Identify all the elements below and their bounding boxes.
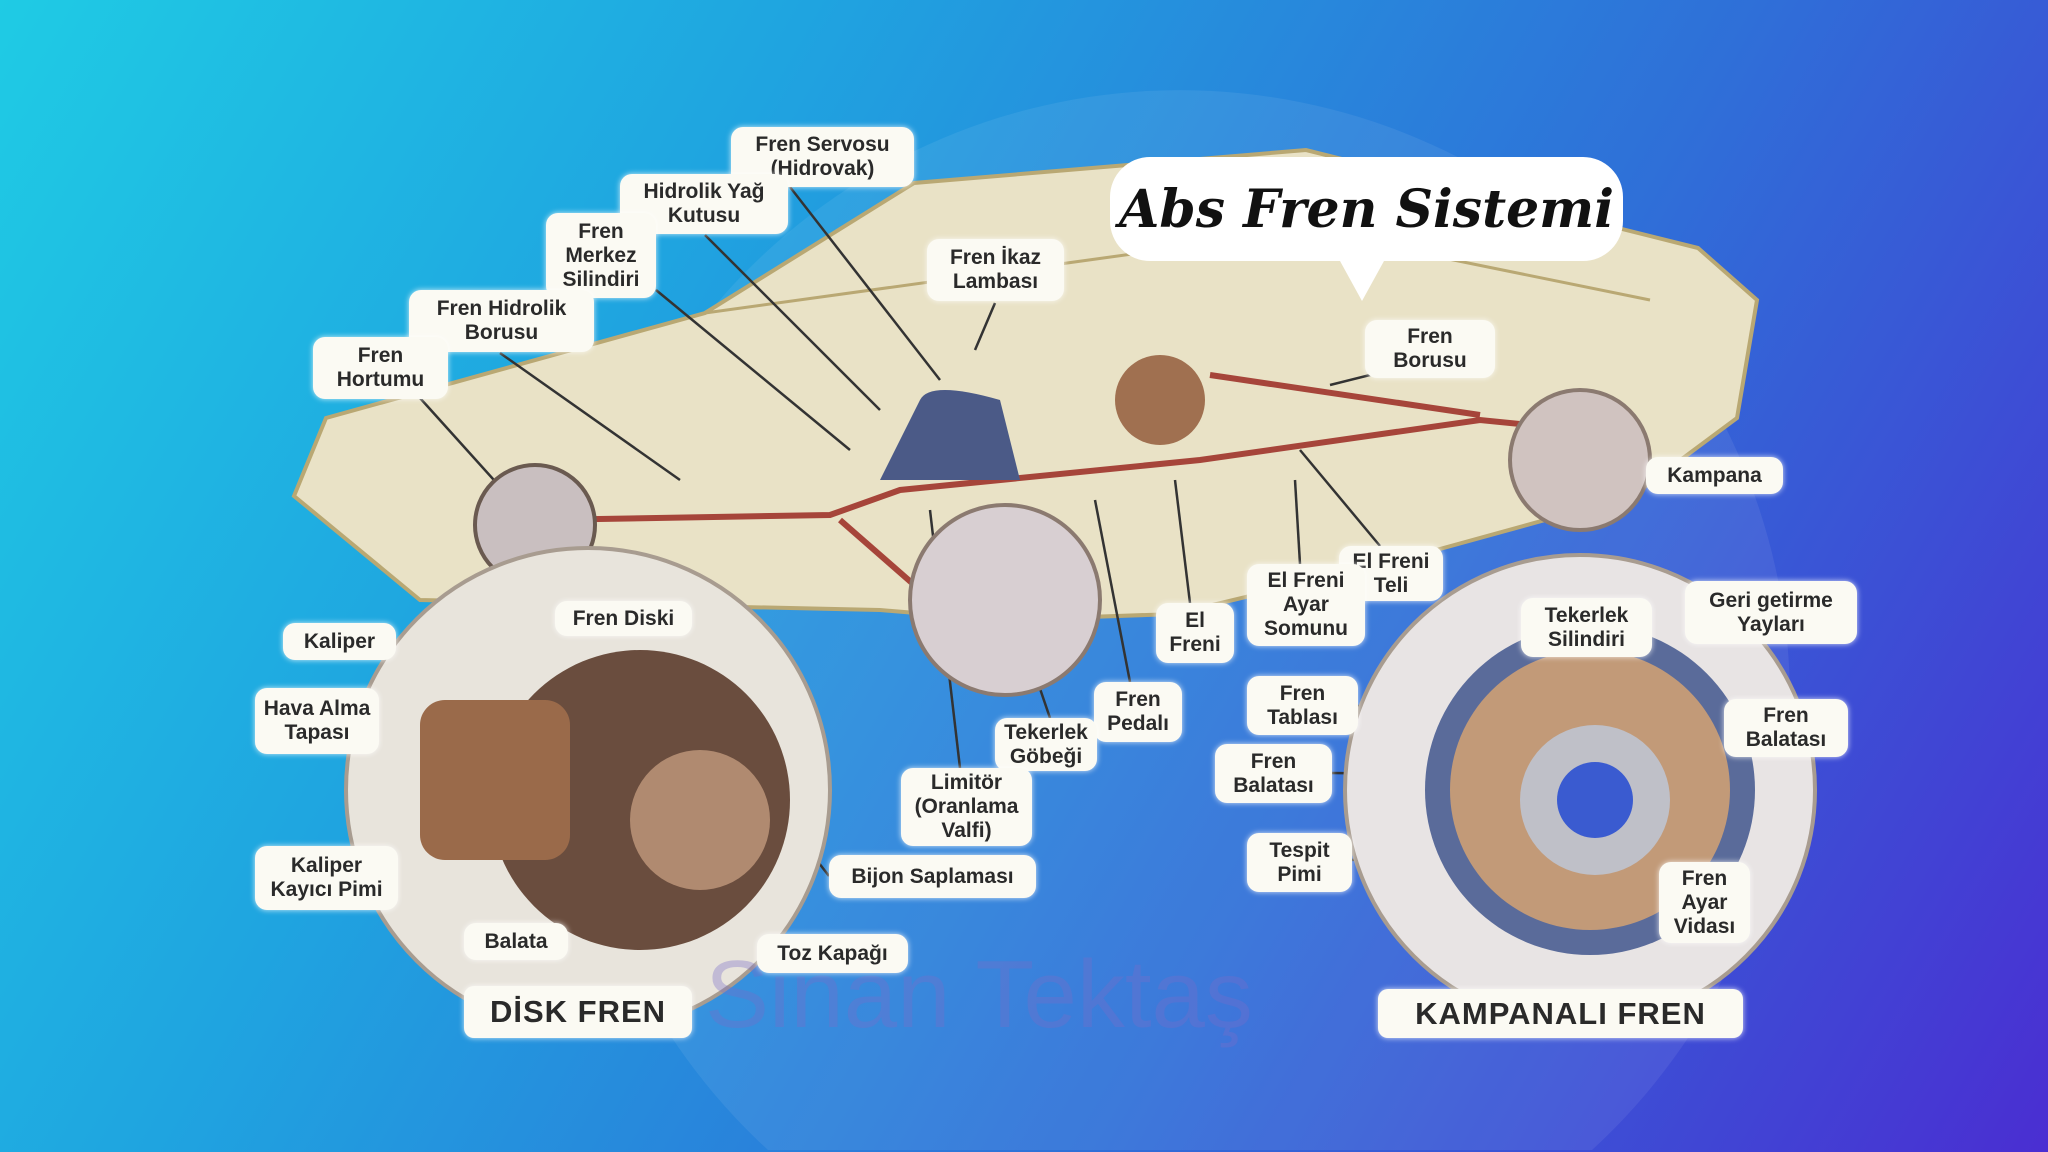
label-line: Hidrolik Yağ [643, 180, 765, 203]
page-title: Abs Fren Sistemi [1110, 157, 1623, 301]
label-line: Merkez [565, 243, 637, 267]
label-kampana: Kampana [1646, 457, 1783, 494]
label-line: Kaliper [290, 854, 363, 877]
label-line: Göbeği [1009, 744, 1083, 768]
label-line: Fren [1681, 866, 1728, 890]
label-line: Silindiri [562, 267, 640, 291]
label-line: Fren [1763, 704, 1809, 727]
label-line: Vidası [1673, 914, 1736, 938]
label-kaliper: Kaliper [283, 623, 396, 660]
label-line: Fren [1279, 681, 1326, 705]
label-fren-diski: Fren Diski [555, 601, 692, 636]
label-line: Hortumu [336, 368, 425, 391]
rear-drum-left [1115, 355, 1205, 445]
label-line: Geri getirme [1709, 588, 1833, 612]
label-line: Borusu [1393, 349, 1467, 372]
label-line: Fren Hidrolik [436, 297, 567, 320]
label-line: Borusu [464, 321, 539, 344]
label-disk-fren: DİSK FREN [464, 986, 692, 1038]
label-line: Valfi) [941, 819, 992, 842]
label-line: Somunu [1264, 617, 1348, 640]
label-balata: Balata [464, 923, 568, 960]
front-right-disc [908, 503, 1102, 697]
label-line: Lambası [952, 270, 1039, 293]
label-line: Fren İkaz [949, 246, 1042, 269]
label-line: Fren [357, 344, 404, 367]
label-line: Ayar [1681, 890, 1728, 914]
label-line: Tekerlek [1004, 720, 1088, 744]
label-line: (Oranlama [914, 795, 1019, 818]
label-line: Balatası [1233, 773, 1314, 797]
label-line: Fren [1115, 688, 1161, 711]
brake-lines [539, 372, 1581, 593]
label-line: Limitör [930, 771, 1003, 794]
caliper [420, 700, 570, 860]
label-line: El Freni [1352, 549, 1430, 573]
rear-drum-right [1508, 388, 1652, 532]
label-line: Yayları [1737, 612, 1805, 636]
label-bijon-saplamasi: Bijon Saplaması [829, 855, 1036, 898]
label-line: Fren [1250, 749, 1297, 773]
label-line: Fren [578, 219, 624, 243]
label-line: Ayar [1283, 593, 1329, 616]
label-line: Tespit [1269, 838, 1330, 862]
label-line: Balatası [1745, 728, 1827, 751]
label-toz-kapagi: Toz Kapağı [757, 934, 908, 973]
label-line: Fren Servosu [755, 133, 890, 156]
label-line: Kutusu [667, 204, 741, 227]
label-line: Freni [1169, 633, 1221, 656]
label-fren-servosu: Fren Servosu(Hidrovak) [731, 127, 914, 187]
label-line: Hava Alma [263, 697, 371, 720]
label-line: Pedalı [1107, 712, 1169, 735]
label-line: Teli [1373, 573, 1409, 597]
label-line: Tekerlek [1544, 603, 1629, 627]
label-line: Tapası [284, 721, 350, 744]
label-line: Silindiri [1547, 627, 1625, 651]
label-line: Pimi [1277, 862, 1322, 886]
drum-hub-hole [1557, 762, 1633, 838]
wheel-hub [630, 750, 770, 890]
label-line: Kayıcı Pimi [270, 878, 383, 901]
label-line: El [1185, 609, 1205, 632]
label-line: Fren [1407, 325, 1453, 348]
label-line: (Hidrovak) [770, 157, 875, 180]
label-line: El Freni [1267, 569, 1345, 592]
label-kampanali-fren: KAMPANALI FREN [1378, 989, 1743, 1038]
label-line: Tablası [1267, 705, 1338, 729]
brake-servo [880, 390, 1020, 480]
